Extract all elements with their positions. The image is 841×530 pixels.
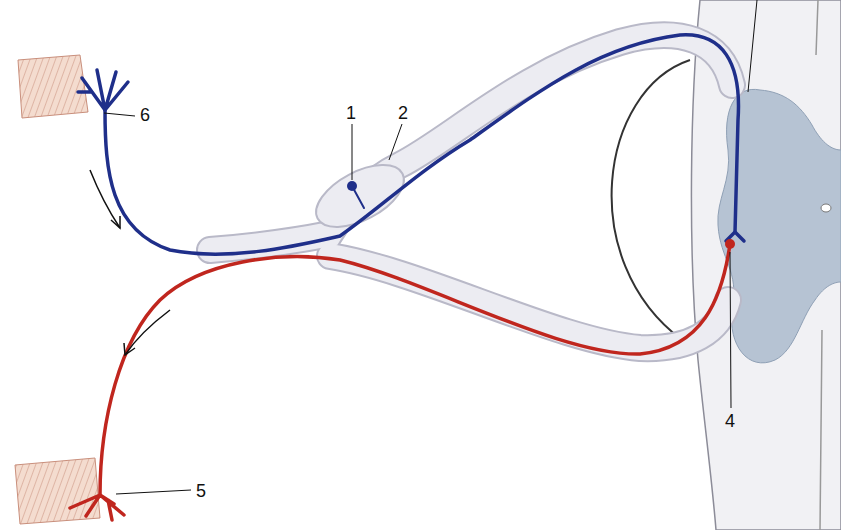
direction-arrows: [90, 170, 170, 355]
callout-number: 5: [196, 482, 206, 500]
callout-number: 6: [140, 106, 150, 124]
callout-number: 2: [398, 104, 408, 122]
root-loop-edge: [612, 60, 690, 340]
skin-receptor-area: [18, 55, 88, 118]
sensory-neuron: [78, 35, 744, 254]
nerve-roots: [210, 35, 732, 348]
spinal-cord: [691, 0, 841, 530]
motor-neuron: [70, 244, 730, 520]
leader-lines: [104, 0, 757, 494]
callout-number: 4: [725, 412, 735, 430]
callout-number: 1: [346, 104, 356, 122]
central-canal: [821, 204, 831, 212]
motor-cell-body: [725, 239, 735, 249]
spinal-ganglion: [306, 152, 413, 239]
sensory-cell-body: [347, 181, 357, 191]
median-fissure: [816, 0, 822, 530]
